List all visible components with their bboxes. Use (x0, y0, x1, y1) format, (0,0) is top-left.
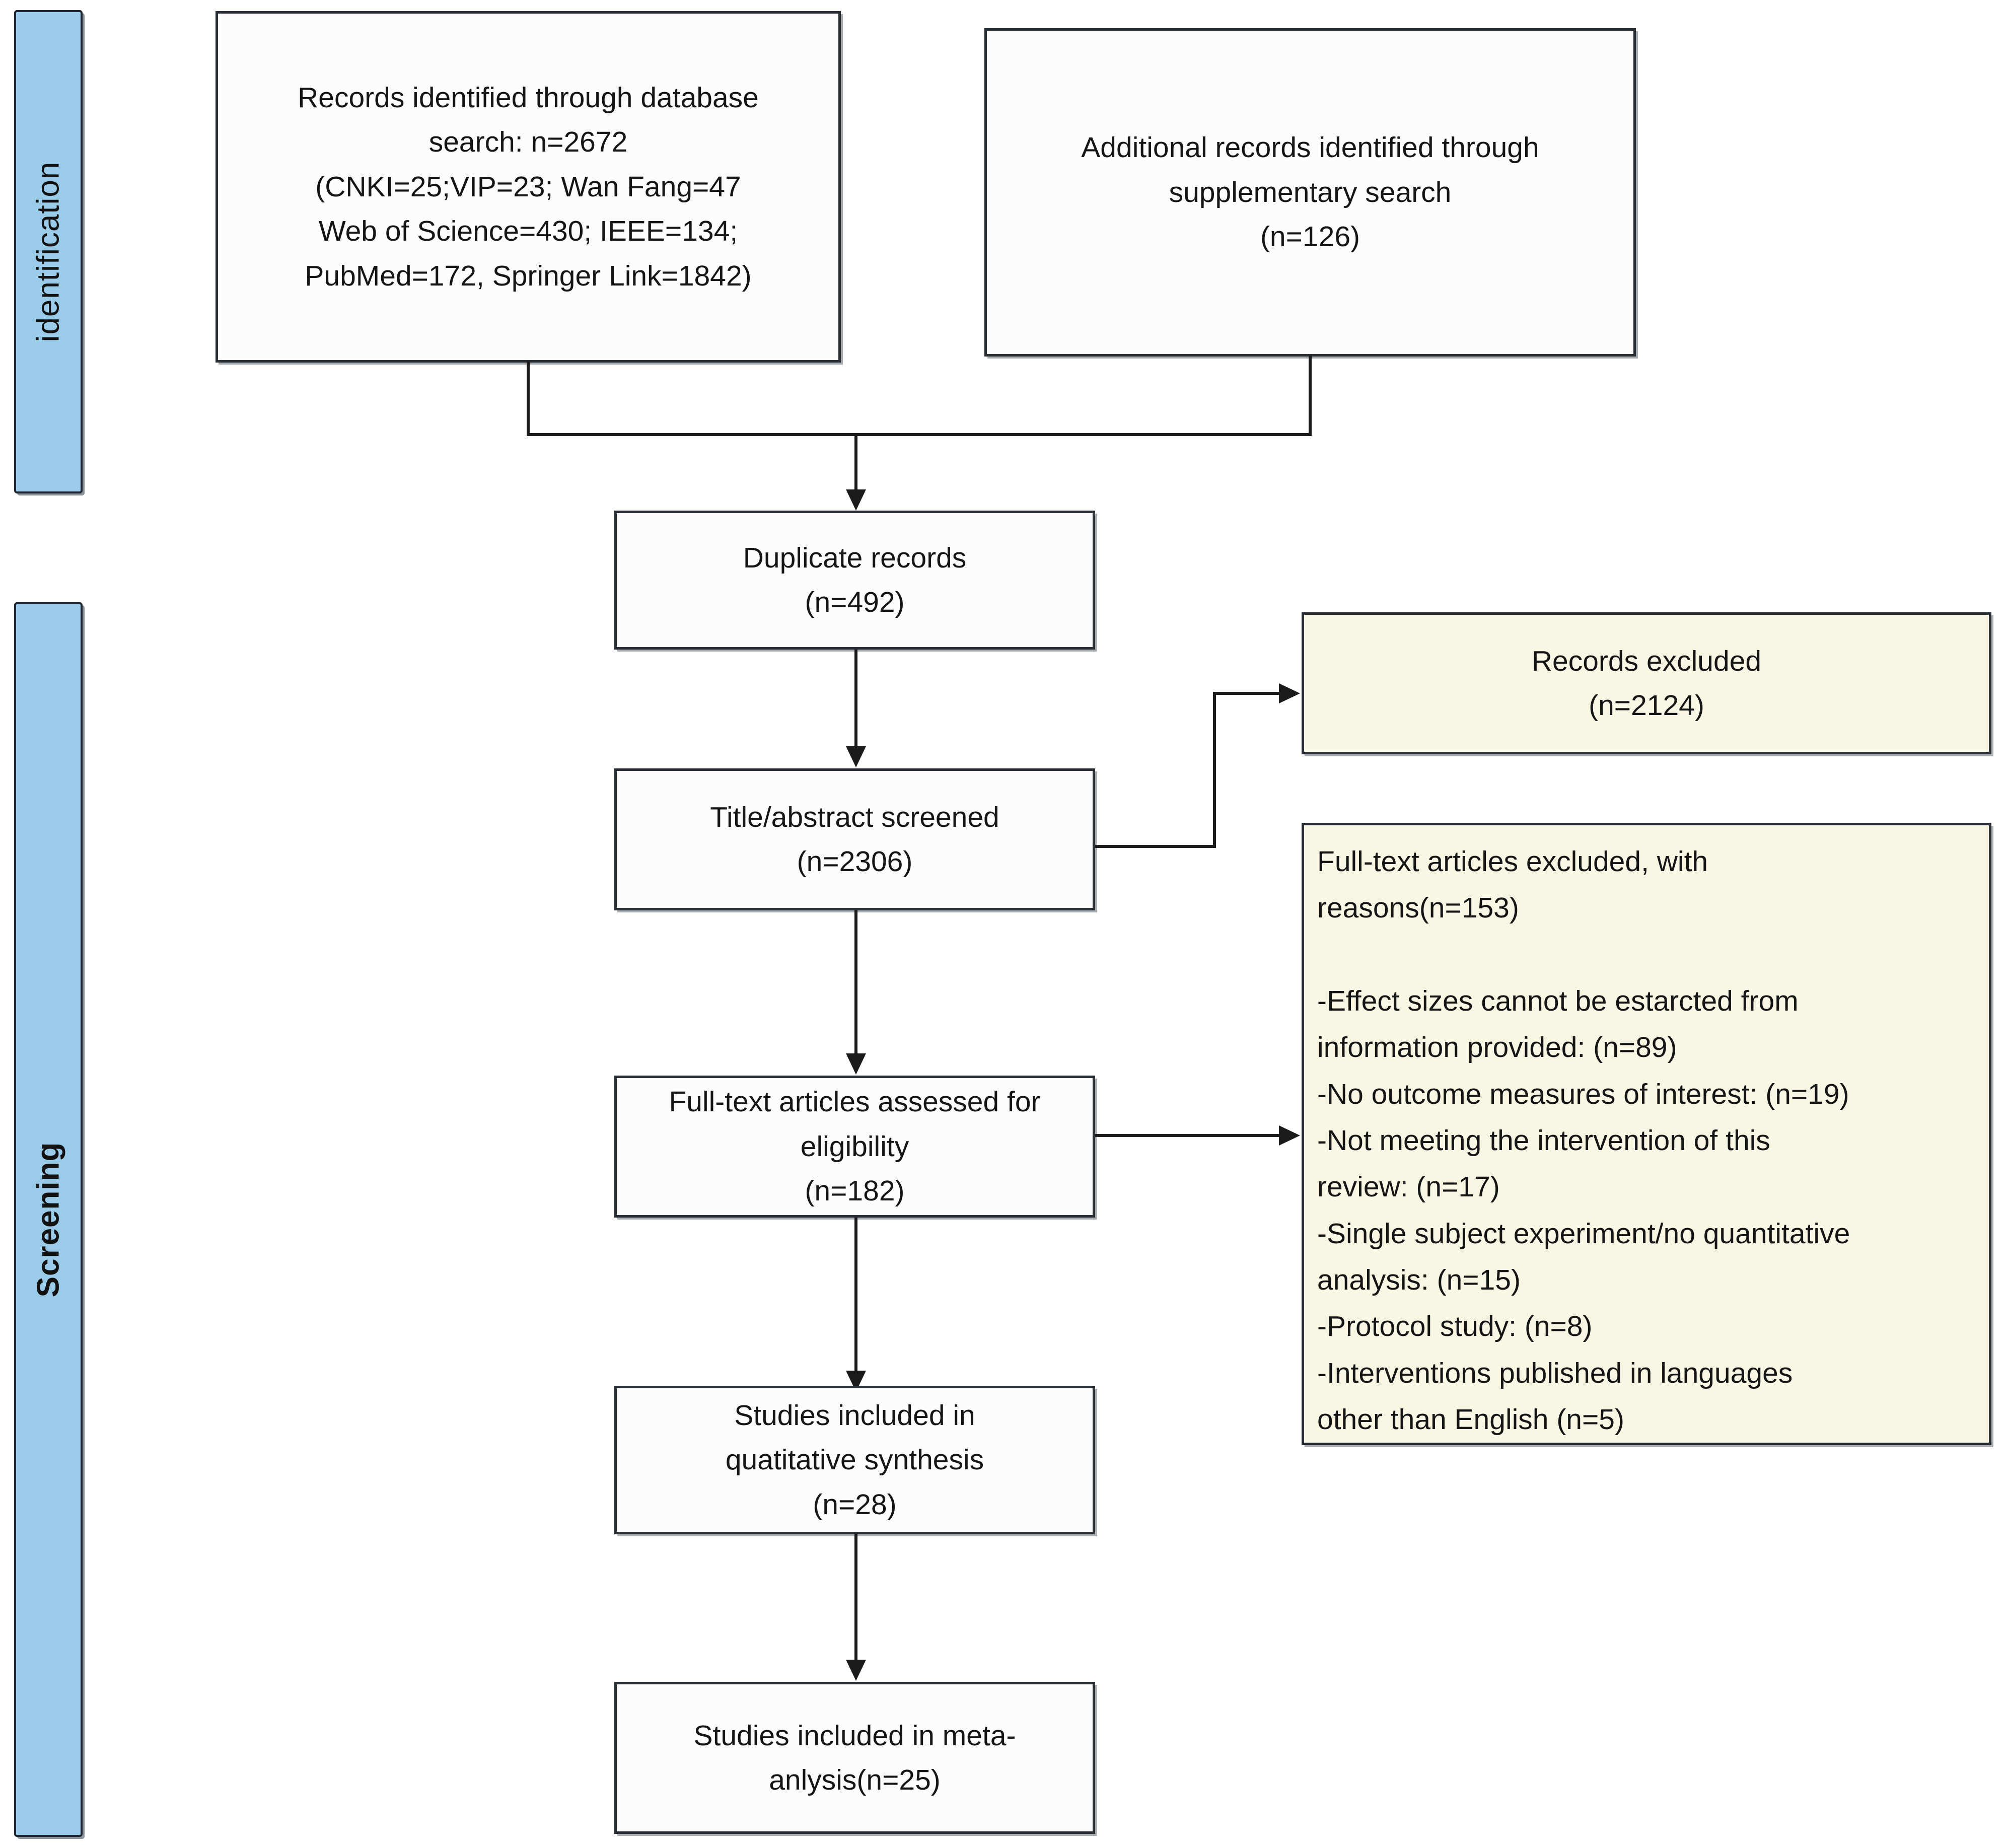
box-duplicate-records-text: Duplicate records (n=492) (743, 541, 967, 618)
box-records-excluded-text: Records excluded (n=2124) (1531, 645, 1762, 722)
stage-label-screening: Screening (31, 1142, 66, 1298)
arrowhead-screened-to-fulltext (846, 1053, 866, 1075)
connector-merge-bar (527, 433, 1312, 436)
box-database-search: Records identified through database sear… (216, 11, 841, 363)
connector-qualitative-down (854, 1534, 857, 1663)
box-records-excluded: Records excluded (n=2124) (1302, 612, 1991, 754)
arrowhead-to-fulltext-excluded (1279, 1125, 1300, 1146)
box-fulltext-assessed: Full-text articles assessed for eligibil… (614, 1076, 1095, 1218)
arrowhead-qualitative-to-meta (846, 1660, 866, 1681)
box-meta-analysis-text: Studies included in meta- anlysis(n=25) (693, 1719, 1016, 1796)
box-title-abstract-screened-text: Title/abstract screened (n=2306) (710, 801, 999, 878)
arrowhead-duplicates-to-screened (846, 746, 866, 767)
box-fulltext-assessed-text: Full-text articles assessed for eligibil… (669, 1086, 1041, 1207)
connector-fulltext-down (854, 1218, 857, 1374)
box-qualitative-synthesis: Studies included in quatitative synthesi… (614, 1386, 1095, 1534)
connector-screened-right (1095, 845, 1216, 848)
connector-duplicates-down (854, 650, 857, 749)
stage-label-identification: identification (31, 161, 66, 342)
connector-elbow-to-excluded (1213, 692, 1286, 695)
connector-db-down (527, 362, 530, 435)
box-supplementary-search-text: Additional records identified through su… (1081, 131, 1539, 253)
connector-supp-down (1309, 356, 1312, 435)
box-supplementary-search: Additional records identified through su… (984, 28, 1636, 357)
connector-fulltext-right (1095, 1134, 1282, 1137)
stage-bar-screening: Screening (14, 602, 83, 1837)
box-duplicate-records: Duplicate records (n=492) (614, 511, 1095, 650)
connector-merge-down (854, 433, 857, 492)
connector-screened-elbow-up (1213, 692, 1216, 848)
box-meta-analysis: Studies included in meta- anlysis(n=25) (614, 1682, 1095, 1834)
box-title-abstract-screened: Title/abstract screened (n=2306) (614, 768, 1095, 910)
arrowhead-merge-to-duplicates (846, 489, 866, 511)
stage-bar-identification: identification (14, 10, 83, 493)
box-fulltext-excluded-text: Full-text articles excluded, with reason… (1317, 845, 1850, 1436)
arrowhead-to-records-excluded (1279, 683, 1300, 703)
connector-screened-down (854, 910, 857, 1056)
box-qualitative-synthesis-text: Studies included in quatitative synthesi… (725, 1399, 984, 1521)
box-fulltext-excluded: Full-text articles excluded, with reason… (1302, 823, 1991, 1445)
box-database-search-text: Records identified through database sear… (298, 82, 759, 292)
